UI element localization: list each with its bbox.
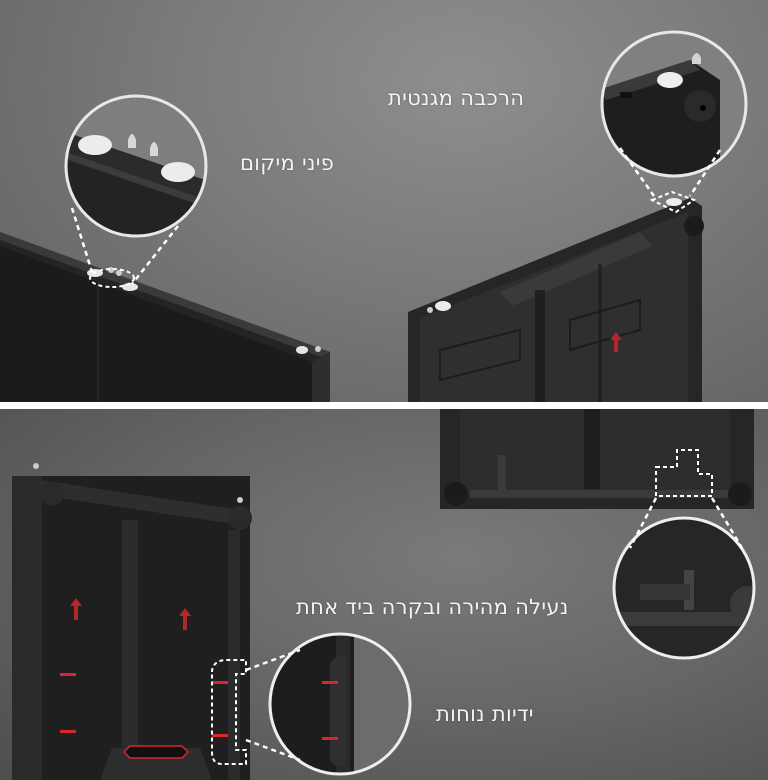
- bottom-photo-illustration: [12, 409, 756, 780]
- callout-locating-pins: פיני מיקום: [240, 151, 335, 175]
- cabinet-rear-view: [12, 463, 252, 780]
- cabinet-bottom-edge: [440, 409, 754, 509]
- handles-magnifier: [245, 632, 412, 776]
- locating-pins-magnifier: [64, 94, 208, 288]
- quick-lock-magnifier: [612, 497, 756, 660]
- led-cabinet-rear-angled: [408, 198, 704, 402]
- top-photo-panel: הרכבה מגנטית פיני מיקום: [0, 0, 768, 402]
- callout-handles: ידיות נוחות: [436, 702, 534, 726]
- callout-magnetic-mount: הרכבה מגנטית: [388, 86, 525, 110]
- callout-quick-lock: נעילה מהירה ובקרה ביד אחת: [296, 595, 569, 619]
- top-photo-illustration: [0, 30, 748, 402]
- led-cabinet-front: [0, 232, 330, 402]
- bottom-photo-panel: נעילה מהירה ובקרה ביד אחת ידיות נוחות: [0, 409, 768, 780]
- magnetic-mount-magnifier: [600, 30, 748, 214]
- panel-divider: [0, 402, 768, 409]
